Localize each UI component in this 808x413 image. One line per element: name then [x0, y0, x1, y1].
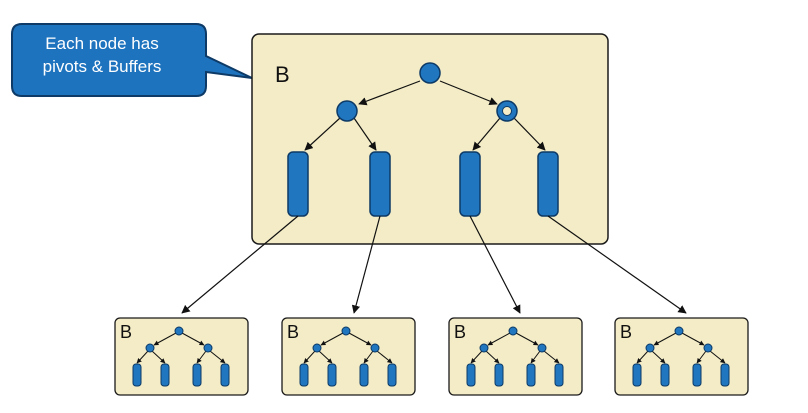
child-node-box: [448, 317, 583, 396]
root-node-label: B: [275, 62, 290, 87]
root-node-box: [251, 33, 609, 245]
child-edge: [363, 350, 374, 364]
child-node-box: [614, 317, 749, 396]
child-node-2: B: [281, 317, 416, 396]
child-edge: [487, 332, 511, 346]
child-pivot: [703, 343, 713, 353]
child-node-box: [281, 317, 416, 396]
child-edge: [303, 350, 316, 364]
buffer-3: [459, 151, 481, 217]
child-node-1: B: [114, 317, 249, 396]
edge-to-child-2: [351, 215, 381, 314]
child-node-label: B: [620, 322, 632, 342]
child-pivot: [174, 326, 184, 336]
child-edge: [681, 332, 705, 346]
child-buffer: [160, 363, 170, 387]
child-buffer: [526, 363, 536, 387]
child-node-label: B: [287, 322, 299, 342]
callout-line-1: Each node has: [45, 34, 159, 53]
child-pivot: [508, 326, 518, 336]
child-node-label: B: [454, 322, 466, 342]
child-buffer: [132, 363, 142, 387]
child-edge: [636, 350, 649, 364]
buffer-4: [537, 151, 559, 217]
child-buffer: [466, 363, 476, 387]
child-edge: [515, 332, 539, 346]
child-buffer: [554, 363, 564, 387]
child-edge: [651, 350, 666, 364]
left-pivot: [336, 100, 358, 122]
child-buffer: [387, 363, 397, 387]
child-buffer: [632, 363, 642, 387]
child-buffer: [192, 363, 202, 387]
child-buffer: [299, 363, 309, 387]
child-pivot: [674, 326, 684, 336]
callout-bubble: [11, 23, 253, 97]
child-edge: [181, 332, 205, 346]
child-edge: [151, 350, 166, 364]
child-buffer: [720, 363, 730, 387]
child-pivot: [341, 326, 351, 336]
right-pivot-hole: [502, 106, 512, 116]
child-node-4: B: [614, 317, 749, 396]
child-pivot: [479, 343, 489, 353]
child-node-box: [114, 317, 249, 396]
child-pivot: [537, 343, 547, 353]
child-edge: [348, 332, 372, 346]
child-edge: [709, 350, 726, 364]
child-buffer: [660, 363, 670, 387]
child-node-3: B: [448, 317, 583, 396]
child-edge: [153, 332, 177, 346]
child-edge: [209, 350, 226, 364]
child-pivot: [145, 343, 155, 353]
child-node-label: B: [120, 322, 132, 342]
edge-to-child-1: [181, 215, 299, 314]
child-buffer: [220, 363, 230, 387]
edge-to-child-3: [469, 215, 521, 314]
child-edge: [543, 350, 560, 364]
child-buffer: [692, 363, 702, 387]
child-edge: [136, 350, 149, 364]
child-buffer: [327, 363, 337, 387]
child-edge: [485, 350, 500, 364]
child-edge: [196, 350, 207, 364]
child-pivot: [203, 343, 213, 353]
child-buffer: [494, 363, 504, 387]
child-pivot: [645, 343, 655, 353]
callout-line-2: pivots & Buffers: [42, 57, 162, 76]
buffer-2: [369, 151, 391, 217]
child-edge: [376, 350, 393, 364]
buffer-1: [287, 151, 309, 217]
child-edge: [653, 332, 677, 346]
child-pivot: [370, 343, 380, 353]
child-edge: [470, 350, 483, 364]
root-pivot: [419, 62, 441, 84]
child-edge: [696, 350, 707, 364]
child-edge: [530, 350, 541, 364]
child-edge: [320, 332, 344, 346]
edge-to-child-4: [547, 215, 687, 314]
child-buffer: [359, 363, 369, 387]
child-pivot: [312, 343, 322, 353]
callout-text: Each node has pivots & Buffers: [16, 32, 188, 78]
root-node: B: [251, 33, 609, 245]
child-edge: [318, 350, 333, 364]
